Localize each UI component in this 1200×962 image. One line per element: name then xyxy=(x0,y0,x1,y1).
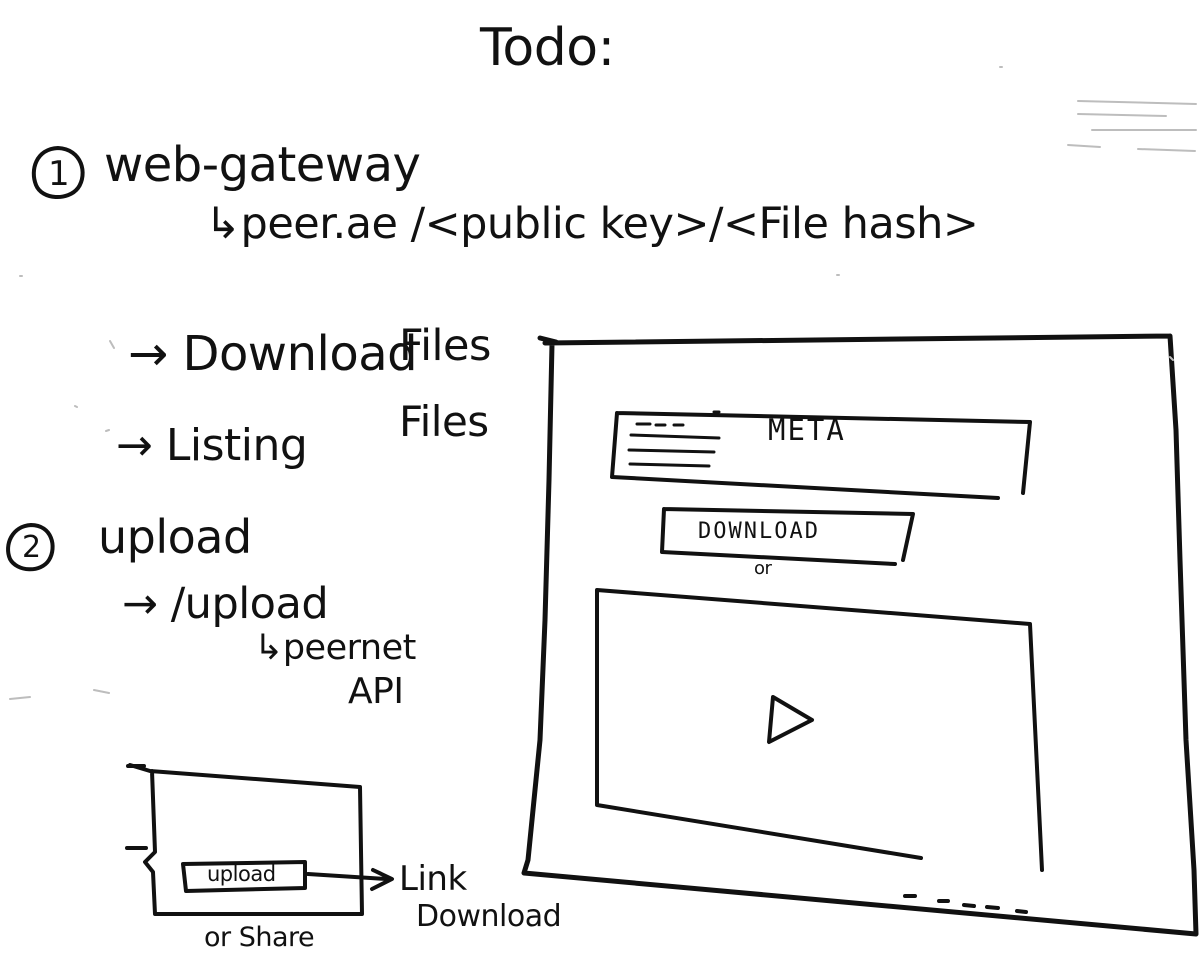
item-1-marker xyxy=(31,145,85,199)
item-1-action-listing: → Listing xyxy=(116,420,308,471)
upload-result-line-1: Link xyxy=(399,859,467,899)
upload-alternative-label: or Share xyxy=(204,922,315,953)
page-title: Todo: xyxy=(480,18,615,78)
item-1-action-download: → Download xyxy=(128,326,418,382)
background-specks xyxy=(9,66,1197,700)
download-button-sketch xyxy=(660,507,915,566)
item-2-number: 2 xyxy=(22,530,41,565)
item-1-number: 1 xyxy=(48,154,70,194)
item-2-backend-line-2: API xyxy=(348,671,404,712)
meta-bar xyxy=(610,410,1032,500)
item-2-backend-line-1: ↳peernet xyxy=(254,628,416,668)
item-2-marker xyxy=(6,522,55,572)
item-2-label: upload xyxy=(98,510,252,564)
upload-button-label: upload xyxy=(207,862,276,886)
upload-result-line-2: Download xyxy=(416,899,562,934)
item-2-endpoint: → /upload xyxy=(122,579,329,629)
video-player-sketch xyxy=(595,588,1044,872)
download-or-label: or xyxy=(754,558,772,579)
upload-sketch xyxy=(125,763,394,916)
item-1-files-label-1: Files xyxy=(399,321,491,371)
item-1-files-label-2: Files xyxy=(399,397,489,446)
play-icon xyxy=(767,695,814,744)
item-1-url-pattern: ↳peer.ae /<public key>/<File hash> xyxy=(205,199,979,249)
download-button-label: DOWNLOAD xyxy=(698,519,820,544)
meta-label: META xyxy=(768,413,846,447)
item-1-label: web-gateway xyxy=(104,137,421,193)
file-page-sketch xyxy=(521,333,1199,937)
